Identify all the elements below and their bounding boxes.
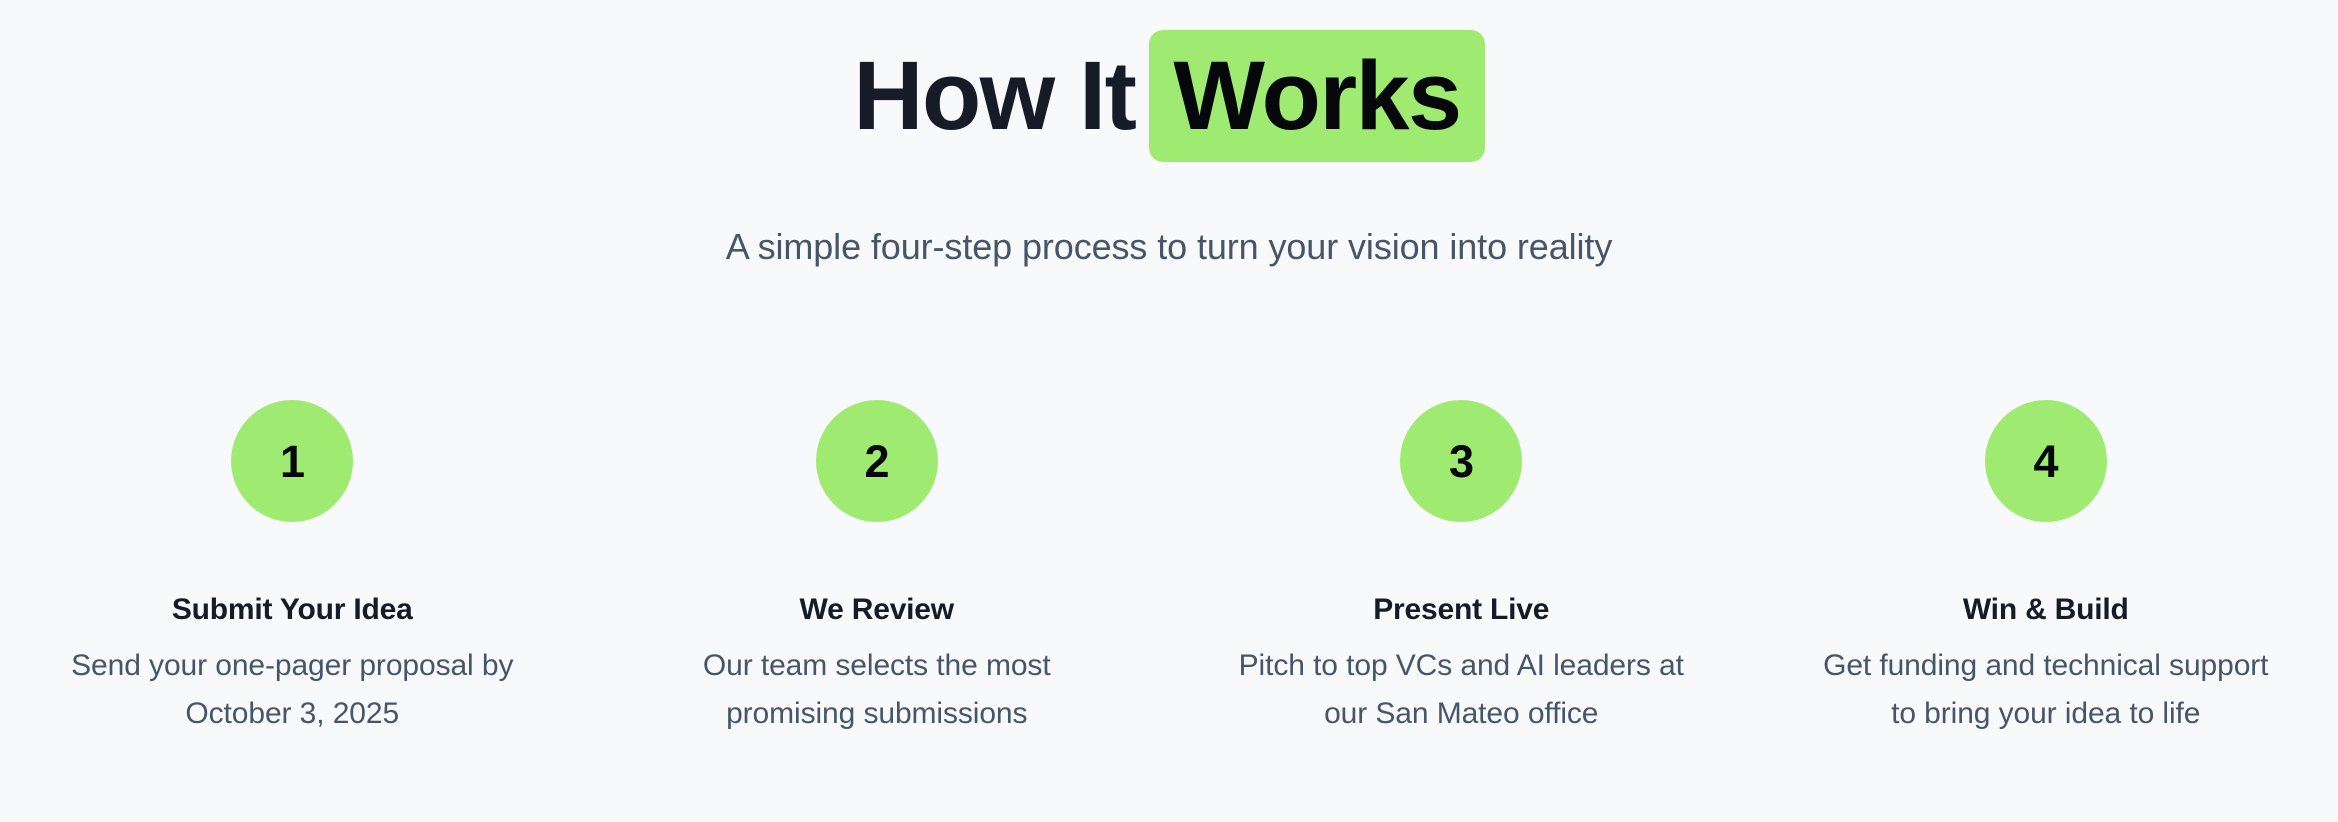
step-item-2: 2 We Review Our team selects the most pr… [585,400,1170,738]
step-item-4: 4 Win & Build Get funding and technical … [1754,400,2338,738]
step-title-2: We Review [799,593,955,626]
step-description-1: Send your one-pager proposal by October … [71,649,514,730]
step-number-badge-4: 4 [1984,400,2107,522]
step-number-2: 2 [864,435,890,487]
step-title-3: Present Live [1373,593,1550,626]
page-subtitle: A simple four-step process to turn your … [725,226,1613,267]
step-title-4: Win & Build [1962,593,2129,626]
step-description-4: Get funding and technical support to bri… [1823,649,2269,730]
step-title-1: Submit Your Idea [171,593,413,626]
step-item-3: 3 Present Live Pitch to top VCs and AI l… [1169,400,1754,738]
page-title-highlight: Works [1149,30,1485,162]
step-description-3: Pitch to top VCs and AI leaders at our S… [1238,649,1684,730]
step-number-4: 4 [2033,435,2059,487]
step-number-badge-1: 1 [231,400,354,522]
step-number-badge-2: 2 [815,400,938,522]
step-item-1: 1 Submit Your Idea Send your one-pager p… [0,400,585,738]
step-description-2: Our team selects the most promising subm… [702,649,1051,730]
page-title-plain: How It [853,41,1136,150]
step-number-1: 1 [279,435,305,487]
steps-list: 1 Submit Your Idea Send your one-pager p… [0,400,2338,738]
step-number-3: 3 [1448,435,1474,487]
step-number-badge-3: 3 [1400,400,1523,522]
